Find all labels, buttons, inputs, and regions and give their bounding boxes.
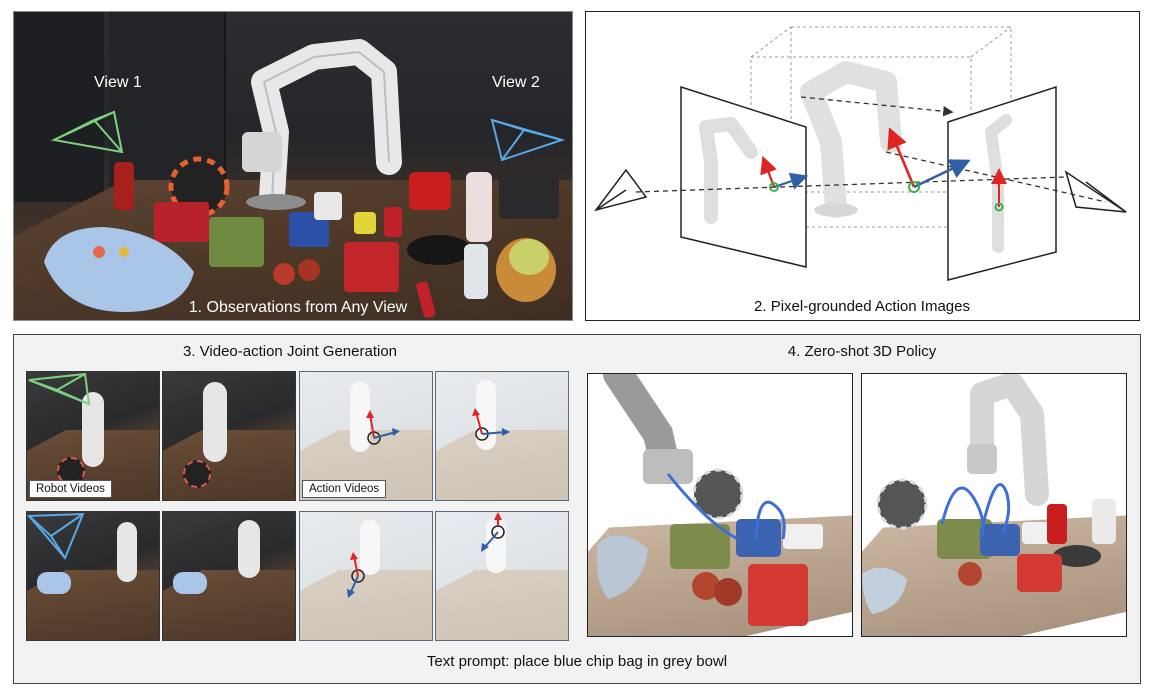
robot-arm-illustration [44,39,559,318]
view2-camera-icon [490,118,566,162]
action-video-frame [435,511,569,641]
panel2-caption: 2. Pixel-grounded Action Images [754,298,970,315]
action-arrows [366,410,400,445]
action-video-frame [435,371,569,501]
view2-label: View 2 [492,74,540,91]
action-video-frame: Action Videos [299,371,433,501]
action-images-panel: 2. Pixel-grounded Action Images [585,11,1140,321]
panel3-title: 3. Video-action Joint Generation [182,343,398,360]
action-video-frame [299,511,433,641]
observations-photo-panel: View 1 View 2 1. Observations from Any V… [13,11,573,321]
action-videos-tag: Action Videos [302,480,387,498]
wall [14,12,104,202]
panel1-caption: 1. Observations from Any View [188,299,408,316]
action-arrows [472,408,510,441]
robot-videos-tag: Robot Videos [29,480,112,498]
robot-video-frame [162,511,296,641]
policy-render-1 [587,373,853,637]
action-arrows [347,552,365,598]
text-prompt: Text prompt: place blue chip bag in grey… [426,653,728,670]
robot-video-frame: Robot Videos [26,371,160,501]
view1-camera-icon [50,110,124,154]
view1-camera-icon [28,372,91,406]
view1-label: View 1 [94,74,142,91]
robot-video-frame [26,511,160,641]
action-arrows [481,512,505,552]
point-cloud-scene [862,374,1116,614]
panel4-title: 4. Zero-shot 3D Policy [787,343,937,360]
policy-render-2 [861,373,1127,637]
view2-camera-icon [27,512,85,560]
action-images-diagram [594,26,1127,281]
point-cloud-scene [596,374,823,626]
robot-video-frame [162,371,296,501]
bottom-panel: 3. Video-action Joint Generation 4. Zero… [13,334,1141,684]
